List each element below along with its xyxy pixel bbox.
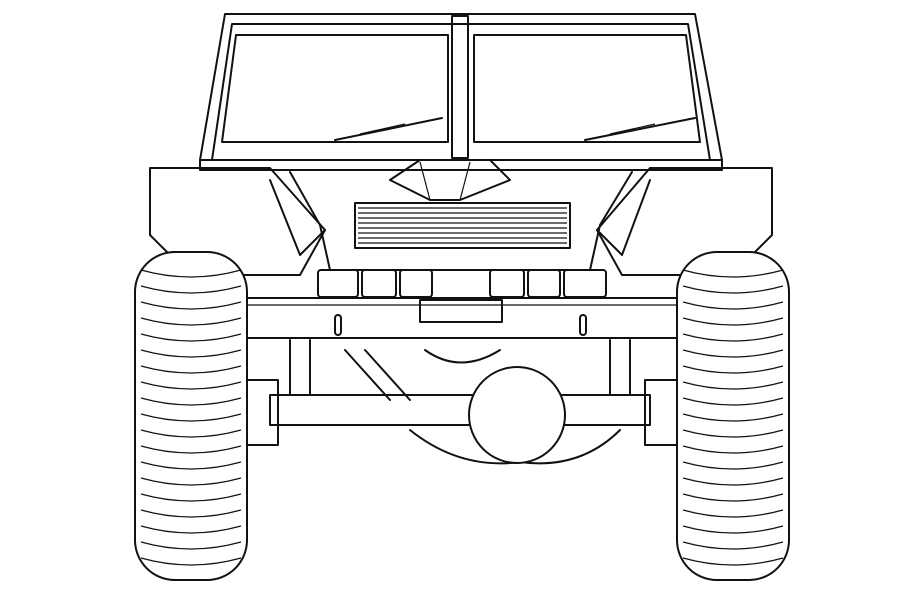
bumper xyxy=(194,297,726,339)
tread-line xyxy=(140,365,242,374)
tire-left xyxy=(134,251,248,581)
tire-right xyxy=(676,251,790,581)
tread-line xyxy=(140,461,242,470)
tread-line xyxy=(140,525,242,534)
differential xyxy=(468,366,566,464)
tread-line xyxy=(682,333,784,342)
tread-line xyxy=(140,397,242,406)
tread-line xyxy=(140,493,242,502)
axle xyxy=(237,339,686,465)
tread-line xyxy=(140,333,242,342)
tread-line xyxy=(682,301,784,310)
headlight xyxy=(361,269,397,298)
tread-line xyxy=(682,429,784,438)
tread-line xyxy=(682,397,784,406)
tread-line xyxy=(140,381,242,390)
headlight xyxy=(317,269,359,298)
headlight xyxy=(527,269,561,298)
tread-line xyxy=(682,381,784,390)
hood xyxy=(149,159,773,276)
headlights xyxy=(317,269,607,298)
headlight xyxy=(563,269,607,298)
tread-line xyxy=(140,429,242,438)
wiper-right xyxy=(584,117,696,141)
tread-line xyxy=(140,557,242,566)
tread-line xyxy=(140,285,242,294)
tread-line xyxy=(140,445,242,454)
headlight xyxy=(399,269,433,298)
tread-line xyxy=(682,349,784,358)
windshield-right xyxy=(473,34,701,143)
tread-line xyxy=(140,413,242,422)
tread-line xyxy=(682,365,784,374)
tread-line xyxy=(682,413,784,422)
tread-line xyxy=(682,445,784,454)
grille xyxy=(354,202,571,249)
tread-line xyxy=(140,317,242,326)
tread-line xyxy=(682,525,784,534)
tread-line xyxy=(682,285,784,294)
tread-line xyxy=(682,269,784,278)
tread-line xyxy=(140,541,242,550)
windshield-left xyxy=(221,34,449,143)
tread-line xyxy=(682,509,784,518)
tread-line xyxy=(140,509,242,518)
tread-line xyxy=(682,461,784,470)
headlight xyxy=(489,269,525,298)
tread-line xyxy=(682,557,784,566)
tread-line xyxy=(140,477,242,486)
tread-line xyxy=(140,301,242,310)
tread-line xyxy=(140,269,242,278)
tread-line xyxy=(682,493,784,502)
tread-line xyxy=(682,541,784,550)
tread-line xyxy=(140,349,242,358)
wiper-left xyxy=(334,117,443,141)
tread-line xyxy=(682,317,784,326)
tread-line xyxy=(682,477,784,486)
